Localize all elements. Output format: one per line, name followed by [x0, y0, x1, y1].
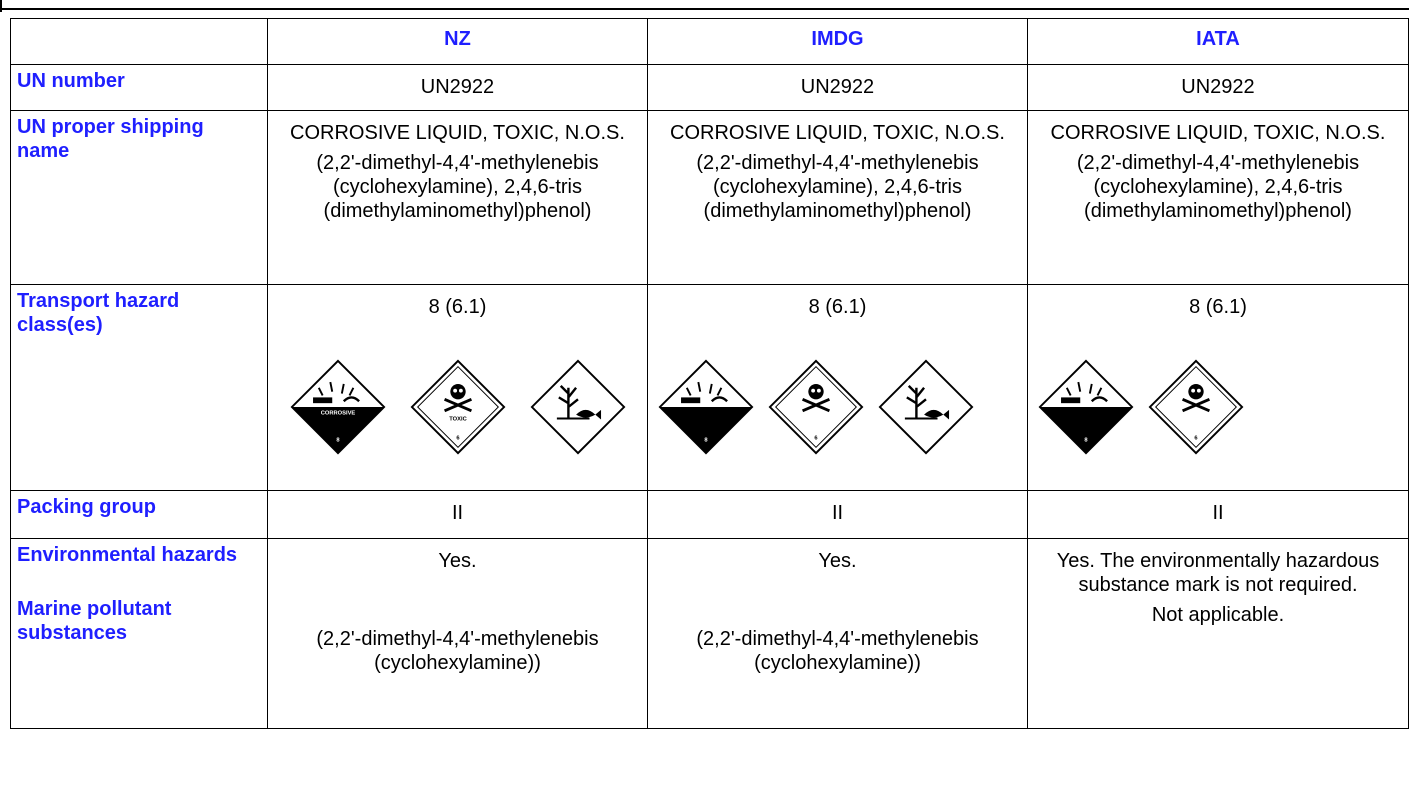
imdg-un-number: UN2922 — [647, 64, 1028, 111]
iata-packing-group: II — [1027, 490, 1409, 539]
row-un-number: UN number UN2922 UN2922 UN2922 — [10, 64, 1409, 111]
row-label-environmental-hazards: Environmental hazards — [17, 544, 238, 566]
toxic-diamond-icon: TOXIC 6 — [410, 359, 506, 455]
column-header-iata: IATA — [1027, 18, 1409, 65]
row-hazard-class: Transport hazard class(es) 8 (6.1) CORRO… — [10, 284, 1409, 491]
imdg-packing-group: II — [647, 490, 1028, 539]
iata-env-hazards: Yes. The environmentally hazardous subst… — [1056, 550, 1380, 596]
row-label-marine-pollutant: Marine pollutant substances — [17, 598, 172, 644]
row-label-shipping-name: UN proper shipping name — [17, 116, 204, 162]
iata-hazard-class-cell: 8 (6.1) 8 — [1027, 284, 1409, 491]
environment-diamond-icon — [530, 359, 626, 455]
iata-marine-pollutant: Not applicable. — [1151, 604, 1285, 626]
iata-shipping-name-cell: CORROSIVE LIQUID, TOXIC, N.O.S. (2,2'-di… — [1027, 110, 1409, 285]
imdg-shipping-components: (2,2'-dimethyl-4,4'-methylenebis (cycloh… — [696, 152, 979, 222]
label-cell: UN number — [10, 64, 268, 111]
nz-shipping-components: (2,2'-dimethyl-4,4'-methylenebis (cycloh… — [316, 152, 599, 222]
nz-env-hazards: Yes. — [438, 550, 477, 572]
row-label-un-number: UN number — [17, 70, 125, 92]
toxic-pictogram-text: TOXIC — [449, 416, 466, 422]
iata-environmental-cell: Yes. The environmentally hazardous subst… — [1027, 538, 1409, 729]
nz-hazard-class-cell: 8 (6.1) CORROSIVE 8 — [267, 284, 648, 491]
toxic-diamond-icon: 6 — [768, 359, 864, 455]
iata-shipping-components: (2,2'-dimethyl-4,4'-methylenebis (cycloh… — [1076, 152, 1360, 222]
imdg-shipping-name-cell: CORROSIVE LIQUID, TOXIC, N.O.S. (2,2'-di… — [647, 110, 1028, 285]
corrosive-class-number: 8 — [704, 438, 708, 444]
toxic-class-number: 6 — [1194, 436, 1197, 442]
iata-hazard-class: 8 (6.1) — [1189, 296, 1247, 318]
corrosive-diamond-icon: 8 — [1038, 359, 1134, 455]
iata-pictograms: 8 6 — [1030, 359, 1406, 455]
label-cell: Transport hazard class(es) — [10, 284, 268, 491]
corrosive-pictogram-text: CORROSIVE — [320, 411, 355, 417]
transport-info-table: NZ IMDG IATA UN number UN2922 UN2922 UN2… — [10, 18, 1409, 729]
toxic-class-number: 6 — [814, 436, 817, 442]
imdg-env-hazards: Yes. — [818, 550, 857, 572]
imdg-environmental-cell: Yes. (2,2'-dimethyl-4,4'-methylenebis (c… — [647, 538, 1028, 729]
label-cell: Packing group — [10, 490, 268, 539]
top-rule-tick — [0, 0, 2, 12]
corrosive-class-number: 8 — [1084, 438, 1088, 444]
top-rule — [0, 0, 1409, 12]
toxic-class-number: 6 — [456, 436, 459, 442]
header-corner — [10, 18, 268, 65]
column-header-nz: NZ — [267, 18, 648, 65]
environment-diamond-icon — [878, 359, 974, 455]
corrosive-diamond-icon: CORROSIVE 8 — [290, 359, 386, 455]
row-environmental-hazards: Environmental hazards Marine pollutant s… — [10, 538, 1409, 729]
imdg-shipping-name: CORROSIVE LIQUID, TOXIC, N.O.S. — [670, 122, 1005, 144]
nz-packing-group: II — [267, 490, 648, 539]
iata-shipping-name: CORROSIVE LIQUID, TOXIC, N.O.S. — [1050, 122, 1386, 144]
row-label-packing-group: Packing group — [17, 496, 156, 518]
toxic-diamond-icon: 6 — [1148, 359, 1244, 455]
imdg-hazard-class: 8 (6.1) — [808, 296, 867, 318]
label-cell: Environmental hazards Marine pollutant s… — [10, 538, 268, 729]
header-row: NZ IMDG IATA — [10, 18, 1409, 65]
nz-marine-pollutant: (2,2'-dimethyl-4,4'-methylenebis (cycloh… — [316, 628, 599, 674]
imdg-pictograms: 8 6 — [650, 359, 1025, 455]
row-label-hazard-class: Transport hazard class(es) — [17, 290, 180, 336]
nz-environmental-cell: Yes. (2,2'-dimethyl-4,4'-methylenebis (c… — [267, 538, 648, 729]
label-cell: UN proper shipping name — [10, 110, 268, 285]
row-shipping-name: UN proper shipping name CORROSIVE LIQUID… — [10, 110, 1409, 285]
row-packing-group: Packing group II II II — [10, 490, 1409, 539]
imdg-hazard-class-cell: 8 (6.1) 8 — [647, 284, 1028, 491]
column-header-imdg: IMDG — [647, 18, 1028, 65]
corrosive-class-number: 8 — [336, 438, 340, 444]
nz-pictograms: CORROSIVE 8 TOXIC 6 — [270, 359, 645, 455]
nz-un-number: UN2922 — [267, 64, 648, 111]
nz-shipping-name-cell: CORROSIVE LIQUID, TOXIC, N.O.S. (2,2'-di… — [267, 110, 648, 285]
nz-shipping-name: CORROSIVE LIQUID, TOXIC, N.O.S. — [290, 122, 625, 144]
imdg-marine-pollutant: (2,2'-dimethyl-4,4'-methylenebis (cycloh… — [696, 628, 979, 674]
nz-hazard-class: 8 (6.1) — [428, 296, 487, 318]
top-rule-line — [0, 8, 1409, 10]
corrosive-diamond-icon: 8 — [658, 359, 754, 455]
iata-un-number: UN2922 — [1027, 64, 1409, 111]
